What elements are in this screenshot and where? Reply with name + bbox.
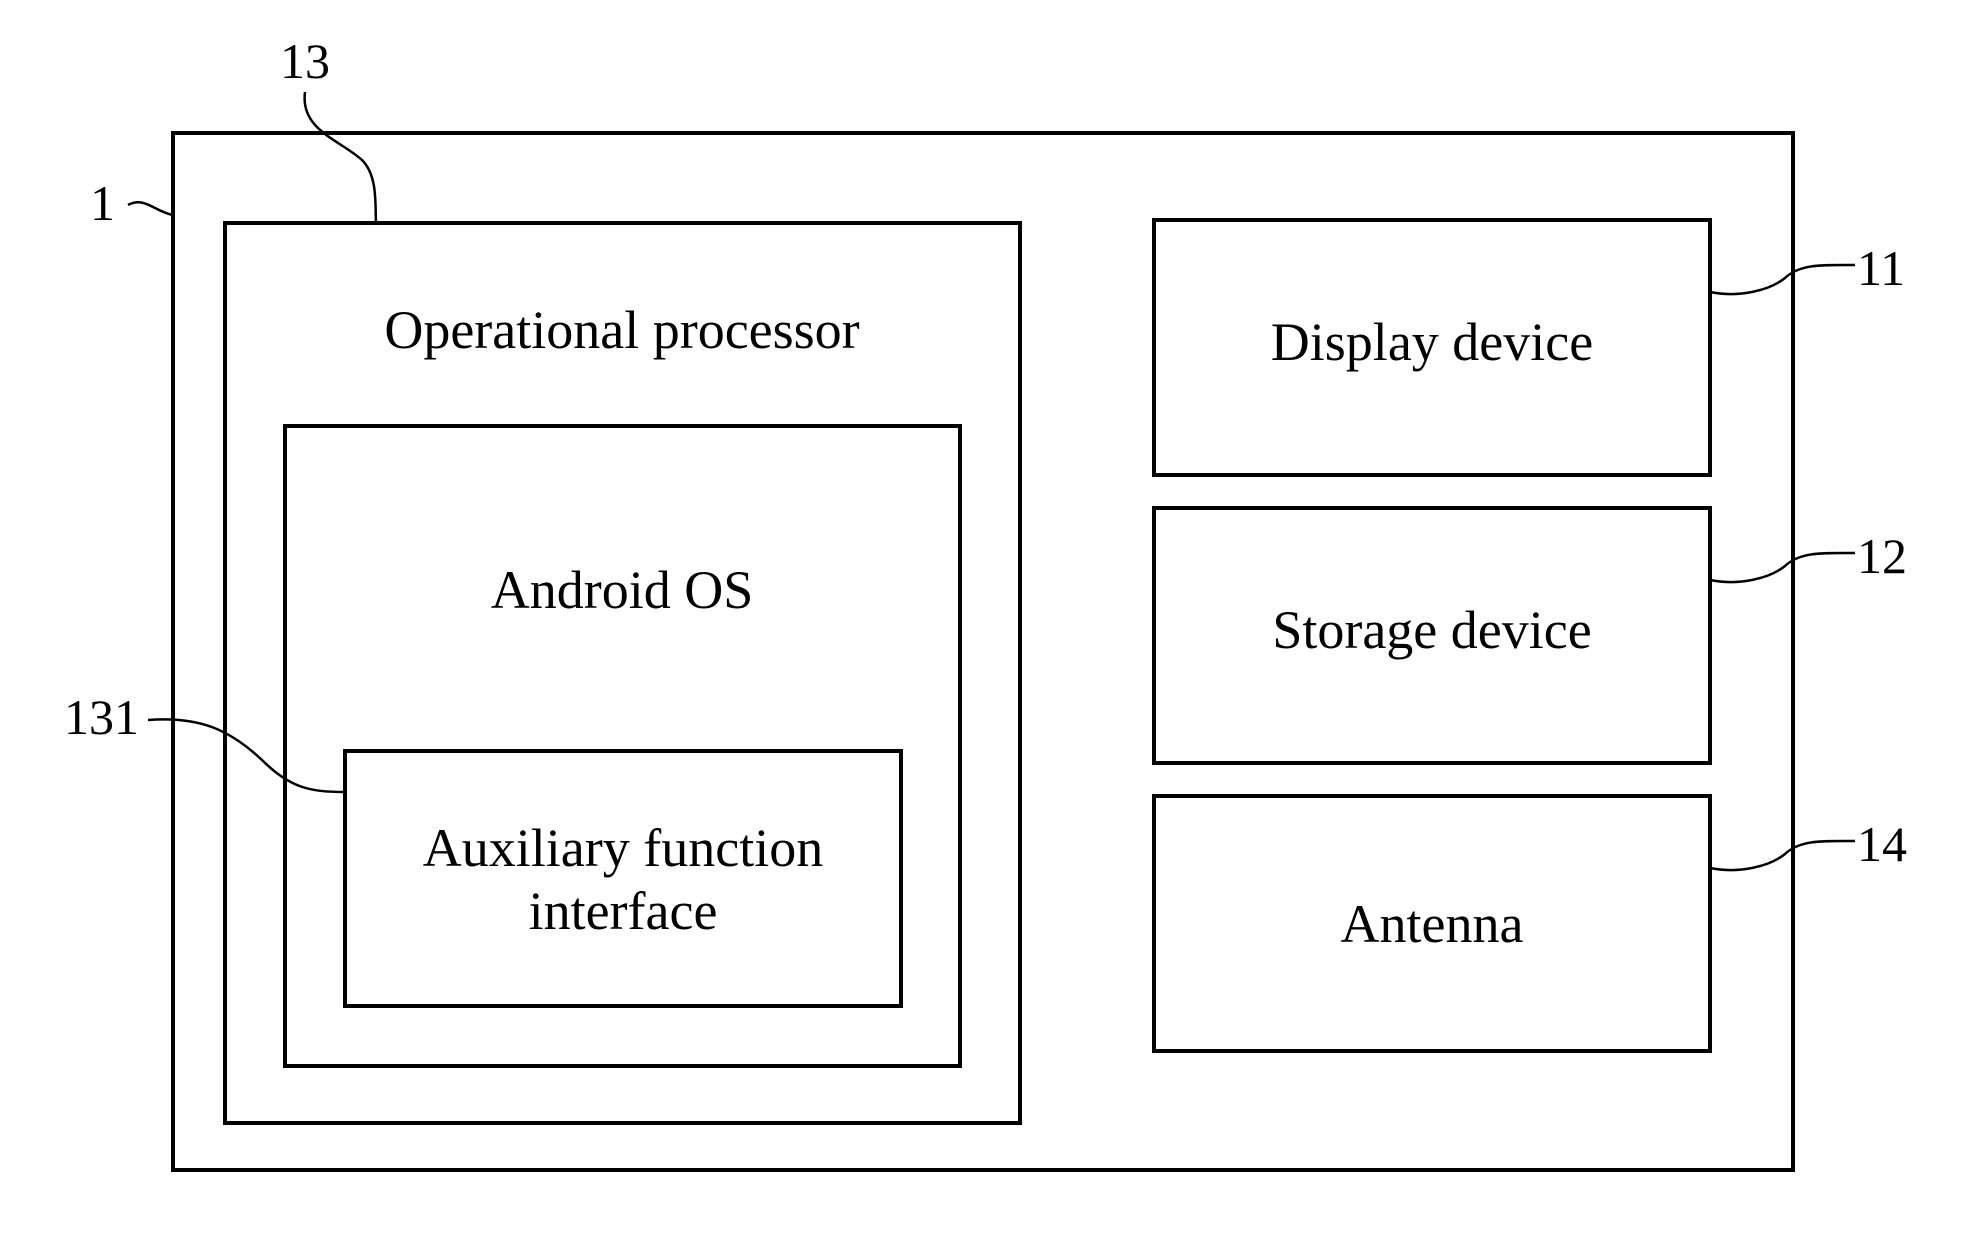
storage-leader [1710,553,1855,582]
antenna-label: Antenna [1341,894,1524,954]
antenna-leader [1710,841,1855,870]
processor-ref: 13 [280,33,330,89]
device-leader [128,202,173,215]
display-leader [1710,265,1855,294]
aux-interface-ref: 131 [64,689,139,745]
storage-label: Storage device [1272,600,1591,660]
display-ref: 11 [1857,240,1905,296]
storage-ref: 12 [1857,528,1907,584]
aux-interface-leader [148,719,345,792]
aux-interface-box [345,751,901,1006]
display-label: Display device [1271,312,1593,372]
processor-label: Operational processor [384,300,859,360]
os-box [285,426,960,1066]
aux-interface-label-line2: interface [529,881,718,941]
processor-leader [305,92,376,223]
device-ref: 1 [90,175,115,231]
os-label: Android OS [491,560,754,620]
aux-interface-label-line1: Auxiliary function [423,818,823,878]
antenna-ref: 14 [1857,816,1907,872]
